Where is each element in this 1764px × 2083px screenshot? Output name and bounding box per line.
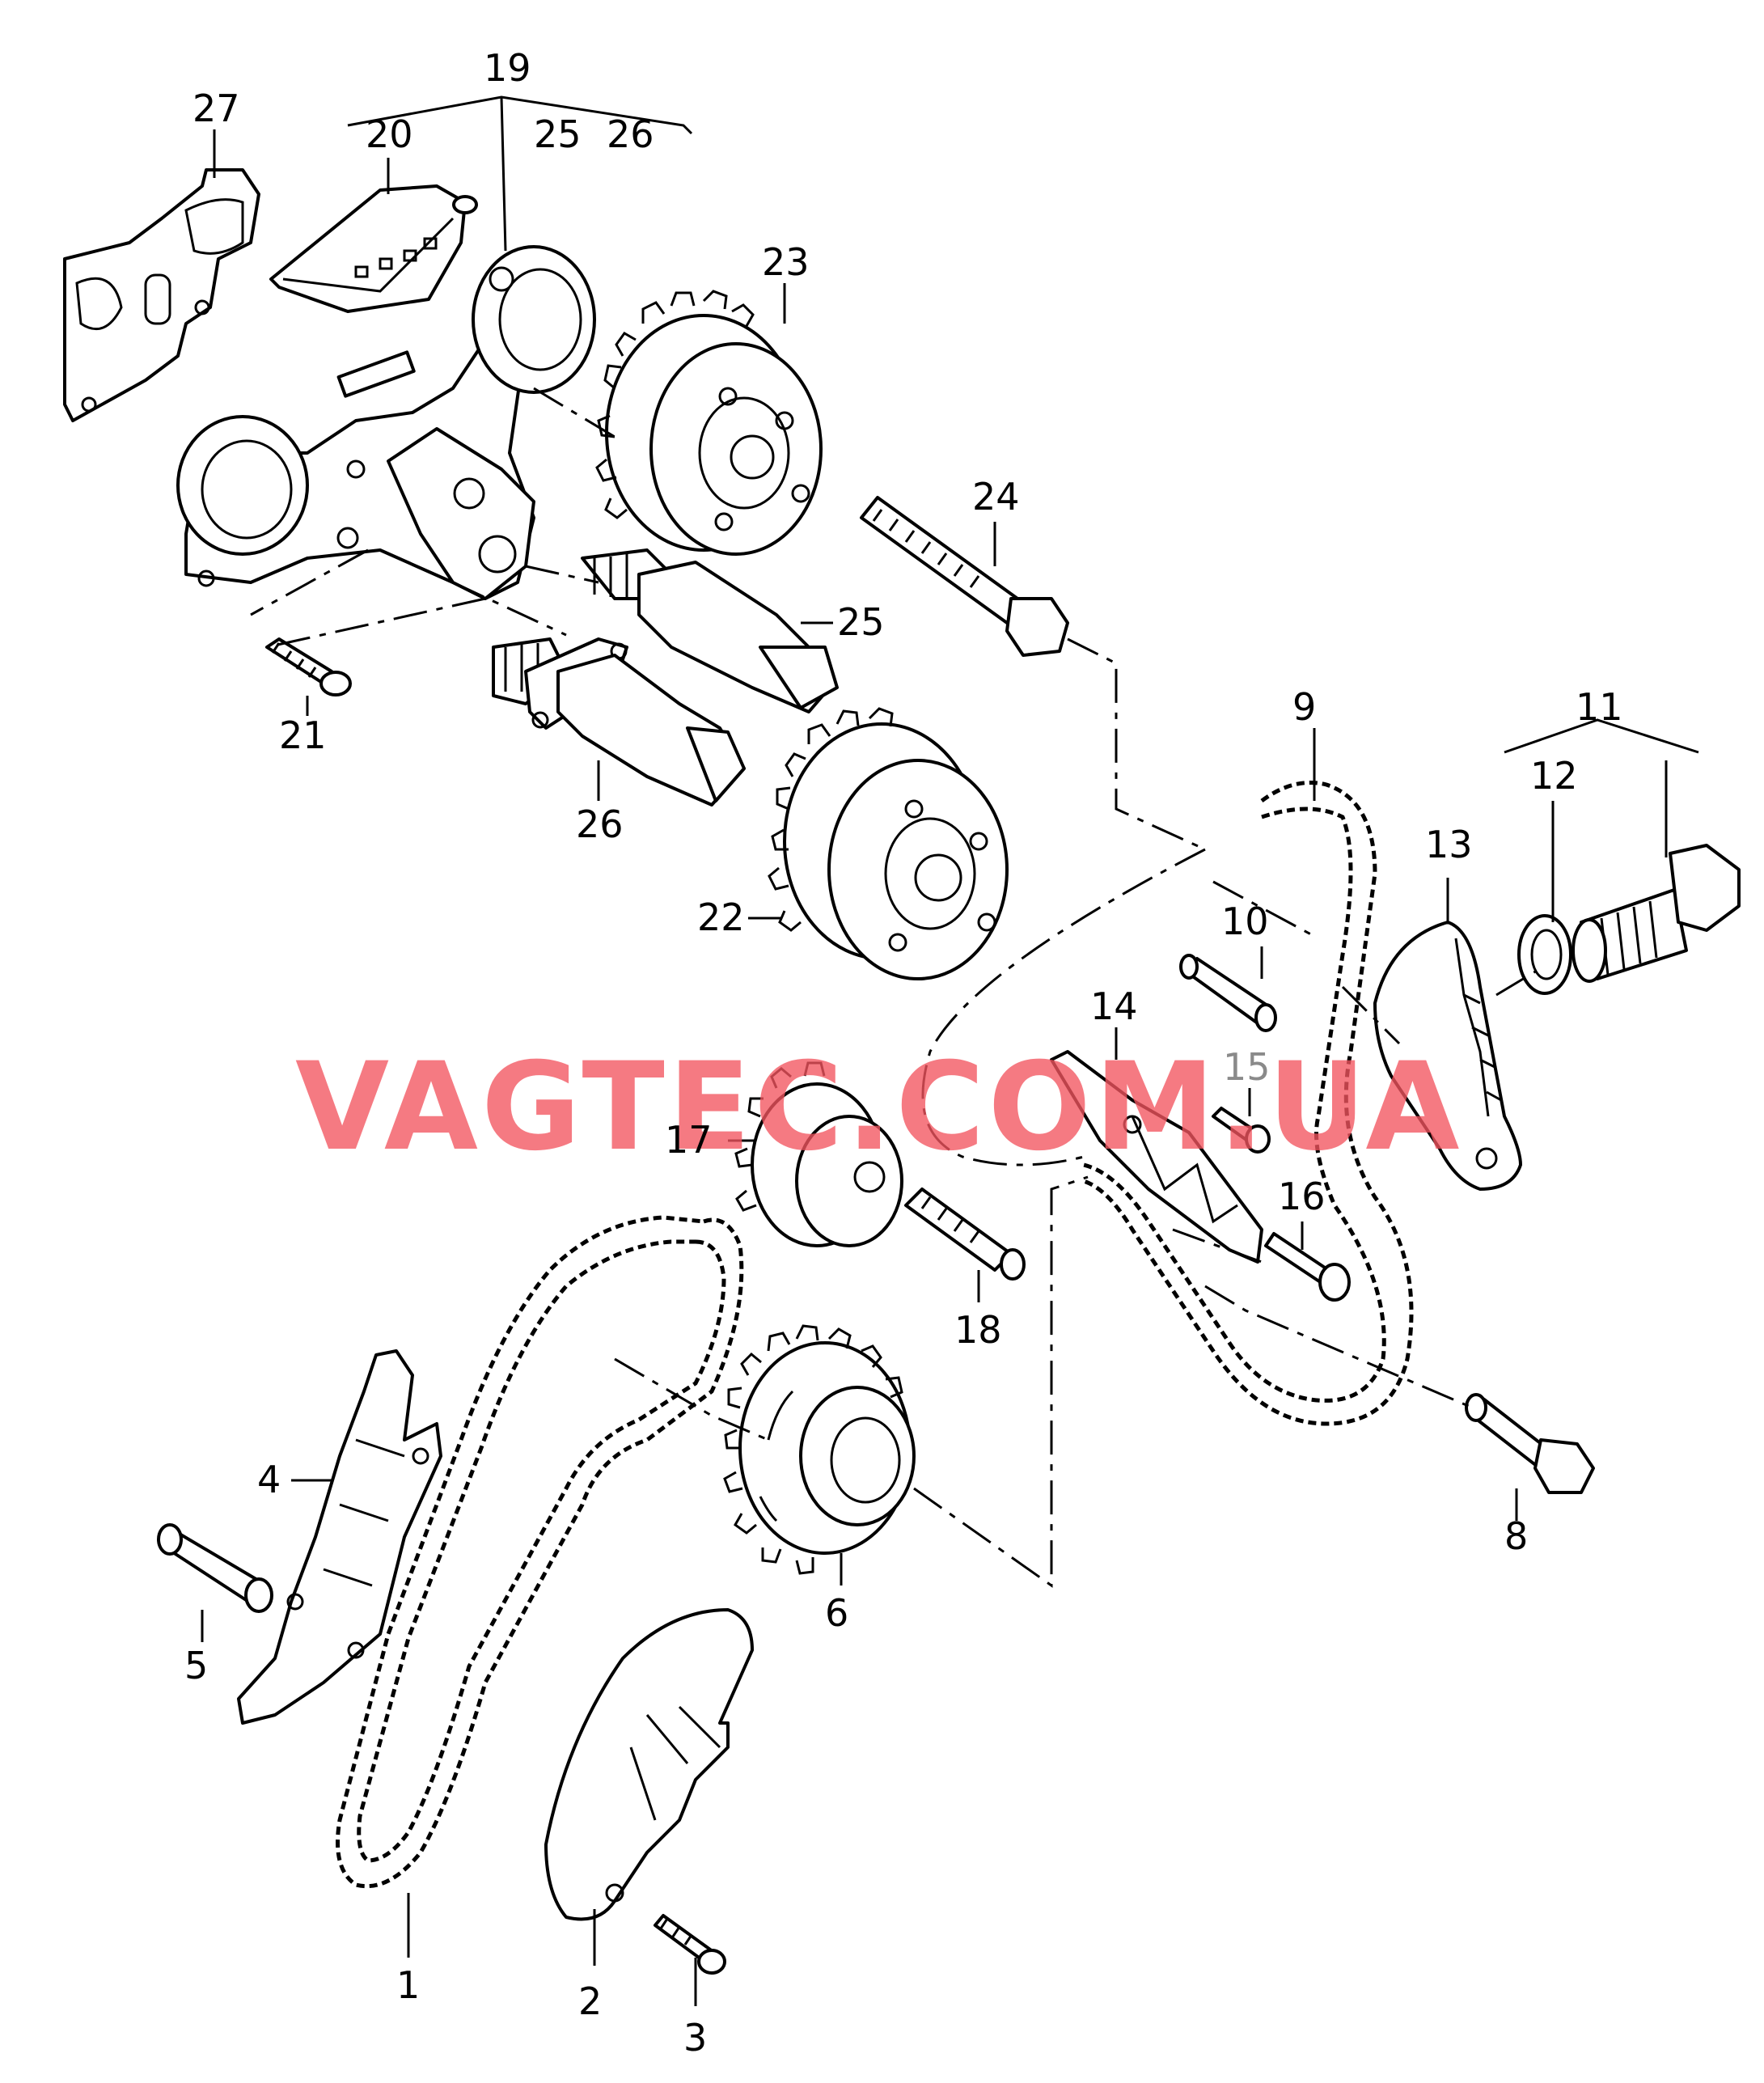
callout-15: 15 [1223,1045,1271,1089]
part-18-shaft [904,1188,1026,1281]
callout-2: 2 [578,1979,602,2023]
callout-18: 18 [954,1308,1002,1352]
part-11-chain-tensioner [1572,844,1741,983]
callout-12: 12 [1530,754,1578,798]
callout-3: 3 [683,2016,707,2060]
part-8-bolt [1465,1393,1595,1494]
part-26-solenoid-valve-lower [492,637,746,807]
callout-27: 27 [192,87,240,130]
part-13-tensioner-rail [1373,921,1522,1191]
part-20-upper-guide [269,184,478,313]
part-27-cover-gasket [63,168,260,422]
leader-lines [201,95,1699,2006]
part-4-chain-guide [237,1349,442,1725]
part-25-solenoid-valve-upper [581,548,839,713]
part-23-intake-cam-adjuster [595,290,823,556]
part-16-bolt [1264,1232,1351,1302]
watermark-text: VAGTEC.COM.UA [295,1037,1462,1178]
part-6-crankshaft-sprocket [723,1324,916,1575]
part-14-guide-rail [1050,1050,1263,1264]
part-3-bolt [654,1914,726,1975]
part-17-intermediate-sprocket [734,1061,903,1247]
callout-19: 19 [484,46,531,90]
part-10-guide-pin [1179,954,1277,1032]
callout-20: 20 [366,112,413,156]
callout-25-top: 25 [534,112,582,156]
callout-10: 10 [1221,900,1269,943]
part-12-seal-ring [1517,914,1572,995]
callout-26-top: 26 [607,112,654,156]
callout-26: 26 [576,802,624,846]
callout-8: 8 [1504,1514,1528,1558]
callout-23: 23 [762,240,810,284]
part-15-pin [1212,1107,1271,1154]
callout-14: 14 [1090,984,1138,1028]
part-24-central-bolt [860,496,1069,657]
callout-16: 16 [1278,1175,1326,1218]
part-5-pin [157,1523,273,1613]
callout-9: 9 [1292,685,1316,729]
callout-21: 21 [279,713,327,757]
callout-labels: 19 27 20 25 26 23 24 25 21 26 22 9 11 12… [184,46,1623,2060]
callout-6: 6 [825,1591,848,1635]
part-22-exhaust-cam-adjuster [768,707,1009,980]
callout-1: 1 [396,1963,420,2007]
alignment-lines [250,387,1538,1588]
part-9-upper-timing-chain [1083,781,1414,1426]
callout-11: 11 [1576,685,1623,729]
callout-13: 13 [1425,823,1473,866]
part-21-bolt [265,637,352,696]
part-2-tensioner-rail [544,1608,754,1921]
callout-17: 17 [665,1118,713,1162]
callout-5: 5 [184,1644,208,1687]
callout-22: 22 [697,895,745,939]
part-19-cam-bearing-bracket [176,245,596,600]
callout-4: 4 [257,1458,281,1501]
callout-25: 25 [837,600,885,644]
callout-24: 24 [972,475,1020,519]
part-1-lower-timing-chain [336,1215,744,1889]
